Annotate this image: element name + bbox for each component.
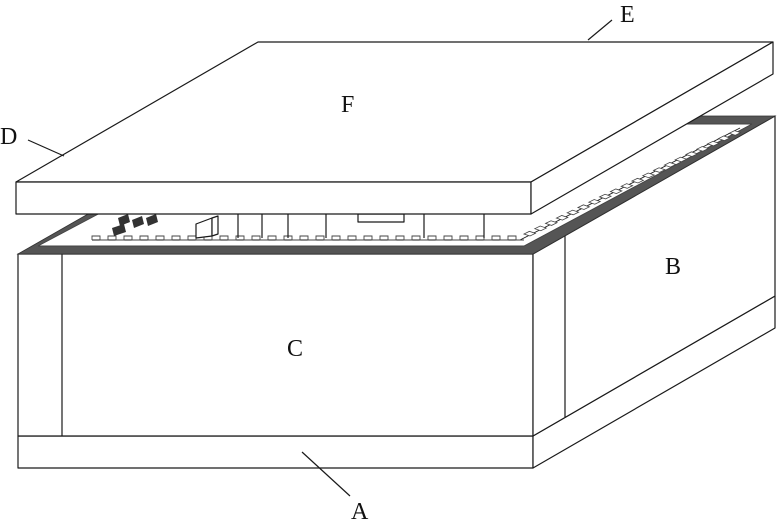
side-tooth — [598, 193, 613, 200]
side-tooth — [728, 130, 742, 136]
component-block — [357, 213, 405, 223]
side-tooth — [630, 177, 645, 184]
base-plate-front — [17, 435, 534, 469]
corner-tab-3 — [146, 214, 158, 226]
front-wall-c — [17, 253, 534, 437]
corner-tab-1 — [118, 214, 130, 226]
label-e: E — [620, 2, 635, 28]
lid-side-edge — [530, 41, 774, 215]
side-tooth — [641, 172, 656, 179]
leader-line-d — [27, 139, 65, 157]
base-plate — [17, 295, 776, 469]
corner-tab-4 — [112, 224, 126, 236]
side-tooth — [587, 199, 602, 205]
label-b: B — [665, 254, 681, 280]
component-post-side — [211, 215, 219, 237]
side-teeth-row — [522, 130, 742, 237]
corner-tab-2 — [132, 216, 144, 228]
side-tooth — [684, 151, 699, 157]
label-f: F — [341, 92, 354, 118]
front-teeth-path — [91, 235, 524, 241]
front-teeth-row — [91, 235, 524, 241]
side-tooth — [555, 215, 569, 221]
side-tooth — [544, 220, 559, 226]
internal-components — [112, 213, 485, 239]
lid-front-edge — [15, 181, 532, 215]
side-tooth — [674, 156, 688, 163]
label-d: D — [0, 124, 17, 150]
lid — [15, 41, 774, 215]
side-tooth — [652, 167, 667, 173]
side-tooth — [663, 162, 677, 168]
leader-line-e — [587, 19, 613, 41]
box-walls — [17, 115, 776, 437]
leader-line-a — [301, 451, 351, 497]
side-tooth — [609, 188, 623, 195]
side-tooth — [566, 209, 580, 216]
side-tooth — [533, 225, 548, 232]
label-a: A — [351, 499, 369, 521]
side-tooth — [522, 230, 537, 237]
side-tooth — [717, 135, 731, 142]
side-tooth — [620, 183, 634, 189]
labels: D E F B C A — [0, 2, 681, 521]
side-tooth — [576, 204, 591, 210]
side-tooth — [695, 146, 710, 152]
side-tooth — [706, 140, 721, 147]
leader-lines — [27, 19, 613, 497]
label-c: C — [287, 336, 303, 362]
